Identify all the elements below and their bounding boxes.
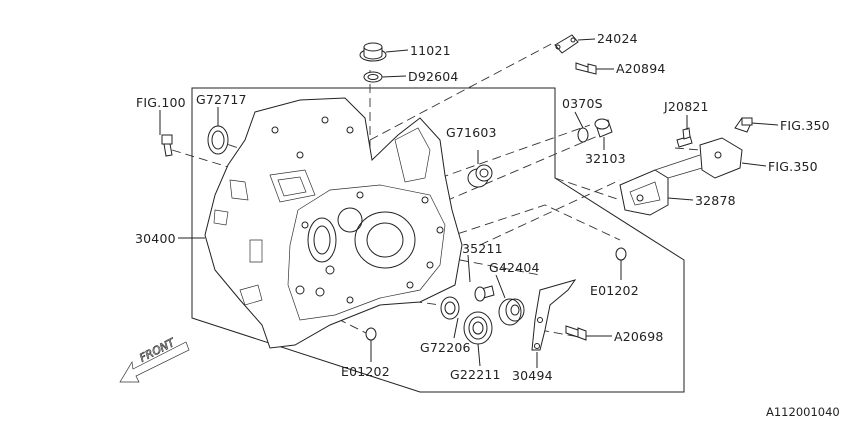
callout-FIG350-bottom: FIG.350 bbox=[768, 159, 818, 174]
bolt-A20698 bbox=[565, 325, 587, 341]
bracket-24024 bbox=[554, 34, 579, 54]
callout-24024: 24024 bbox=[597, 31, 638, 46]
callout-35211: 35211 bbox=[462, 241, 503, 256]
callout-A20894: A20894 bbox=[616, 61, 666, 76]
callout-G71603: G71603 bbox=[446, 125, 497, 140]
bearing-G42404 bbox=[498, 298, 525, 326]
callout-32878: 32878 bbox=[695, 193, 736, 208]
callout-11021: 11021 bbox=[410, 43, 451, 58]
callout-FIG100: FIG.100 bbox=[136, 95, 186, 110]
leader-lines bbox=[159, 38, 779, 368]
diagram-reference-code: A112001040 bbox=[766, 405, 840, 419]
callout-30494: 30494 bbox=[512, 368, 553, 383]
plug-11021 bbox=[359, 42, 387, 62]
seal-G72206 bbox=[440, 296, 460, 320]
callout-G42404: G42404 bbox=[489, 260, 540, 275]
seal-G72717 bbox=[207, 125, 229, 155]
sensor-32103 bbox=[594, 118, 613, 138]
gasket-D92604 bbox=[363, 71, 383, 83]
callout-G22211: G22211 bbox=[450, 367, 501, 382]
callout-A20698: A20698 bbox=[614, 329, 664, 344]
callout-FIG350-top: FIG.350 bbox=[780, 118, 830, 133]
callout-labels: 11021 D92604 24024 A20894 FIG.100 G72717… bbox=[135, 31, 830, 383]
plug-E01202-right bbox=[615, 247, 627, 261]
plug-E01202-bottom bbox=[365, 327, 377, 341]
callout-J20821: J20821 bbox=[663, 99, 709, 114]
callout-32103: 32103 bbox=[585, 151, 626, 166]
callout-D92604: D92604 bbox=[408, 69, 459, 84]
callout-G72717: G72717 bbox=[196, 92, 247, 107]
front-label: FRONT bbox=[137, 335, 178, 364]
bolt-J20821 bbox=[676, 127, 693, 148]
oring-0370S bbox=[577, 127, 589, 143]
bolt-fig350 bbox=[734, 117, 753, 133]
front-arrow-icon: FRONT bbox=[119, 335, 190, 383]
callout-0370S: 0370S bbox=[562, 96, 603, 111]
bracket-32878 bbox=[619, 137, 743, 216]
bolt-A20894 bbox=[575, 62, 597, 75]
plate-30494 bbox=[531, 279, 577, 351]
pin-35211 bbox=[474, 285, 495, 302]
bush-G71603 bbox=[467, 164, 493, 188]
callout-E01202-bottom: E01202 bbox=[341, 364, 390, 379]
bearing-G22211 bbox=[463, 311, 493, 345]
assembly-frame bbox=[191, 87, 685, 393]
transmission-case bbox=[204, 97, 463, 349]
bolt-fig100 bbox=[161, 134, 173, 157]
callout-G72206: G72206 bbox=[420, 340, 471, 355]
callout-E01202-right: E01202 bbox=[590, 283, 639, 298]
callout-30400: 30400 bbox=[135, 231, 176, 246]
